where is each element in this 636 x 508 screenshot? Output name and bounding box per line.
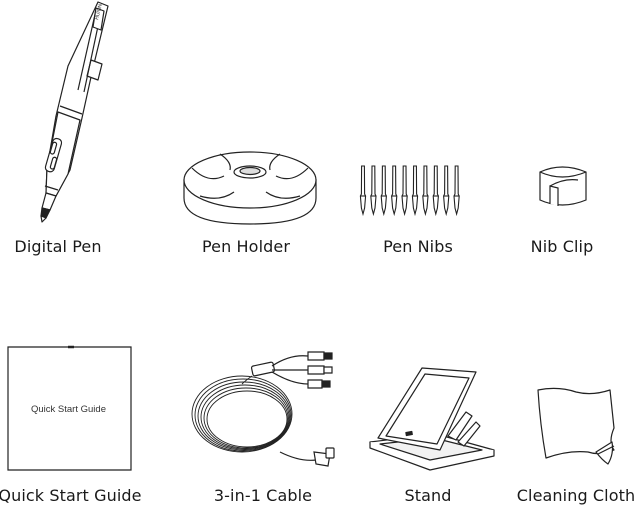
- pen-holder-icon: [180, 140, 320, 230]
- pen-brand-text: HUION: [94, 3, 104, 20]
- pen-nibs-item: Pen Nibs: [355, 160, 475, 256]
- cable-coil: [201, 385, 289, 449]
- pen-holder-item: Pen Holder: [180, 140, 320, 256]
- cable-lead: [242, 376, 252, 384]
- nib-clip-item: Nib Clip: [520, 160, 610, 256]
- pen-nib: [381, 166, 386, 214]
- cable-coil: [207, 391, 287, 447]
- cable-coil: [192, 376, 292, 452]
- cable-item: 3-in-1 Cable: [180, 340, 350, 508]
- digital-pen-label: Digital Pen: [14, 237, 102, 256]
- pen-nib: [423, 166, 428, 214]
- nib-clip-icon: [520, 160, 610, 206]
- stand-label: Stand: [404, 486, 452, 505]
- pen-nib: [392, 166, 397, 214]
- pen-nib: [444, 166, 449, 214]
- quick-start-guide-label: Quick Start Guide: [0, 486, 142, 505]
- quick-start-guide-icon: [0, 340, 140, 475]
- cable-label: 3-in-1 Cable: [213, 486, 313, 505]
- nib-clip-label: Nib Clip: [530, 237, 594, 256]
- digital-pen-icon: HUION: [0, 0, 130, 230]
- pen-holder-label: Pen Holder: [202, 237, 290, 256]
- stand-item: Stand: [362, 360, 502, 508]
- pen-nib: [412, 166, 417, 214]
- pen-nib: [454, 166, 459, 214]
- cable-icon: [180, 340, 350, 475]
- pen-nib: [360, 166, 365, 214]
- digital-pen-item: HUION Digital Pen: [0, 0, 130, 256]
- guide-cover-text: Quick Start Guide: [31, 404, 106, 415]
- pen-nib: [433, 166, 438, 214]
- cleaning-cloth-label: Cleaning Cloth: [516, 486, 636, 505]
- cleaning-cloth-icon: [518, 380, 636, 470]
- pen-nibs-label: Pen Nibs: [383, 237, 453, 256]
- quick-start-guide-item: Quick Start Guide Quick Start Guide: [0, 340, 142, 508]
- pen-nibs-icon: [355, 160, 475, 220]
- cleaning-cloth-item: Cleaning Cloth: [516, 380, 636, 508]
- stand-icon: [362, 360, 502, 470]
- pen-nib: [402, 166, 407, 214]
- pen-nib: [371, 166, 376, 214]
- cable-coil: [204, 388, 288, 448]
- cable-coil: [195, 379, 291, 451]
